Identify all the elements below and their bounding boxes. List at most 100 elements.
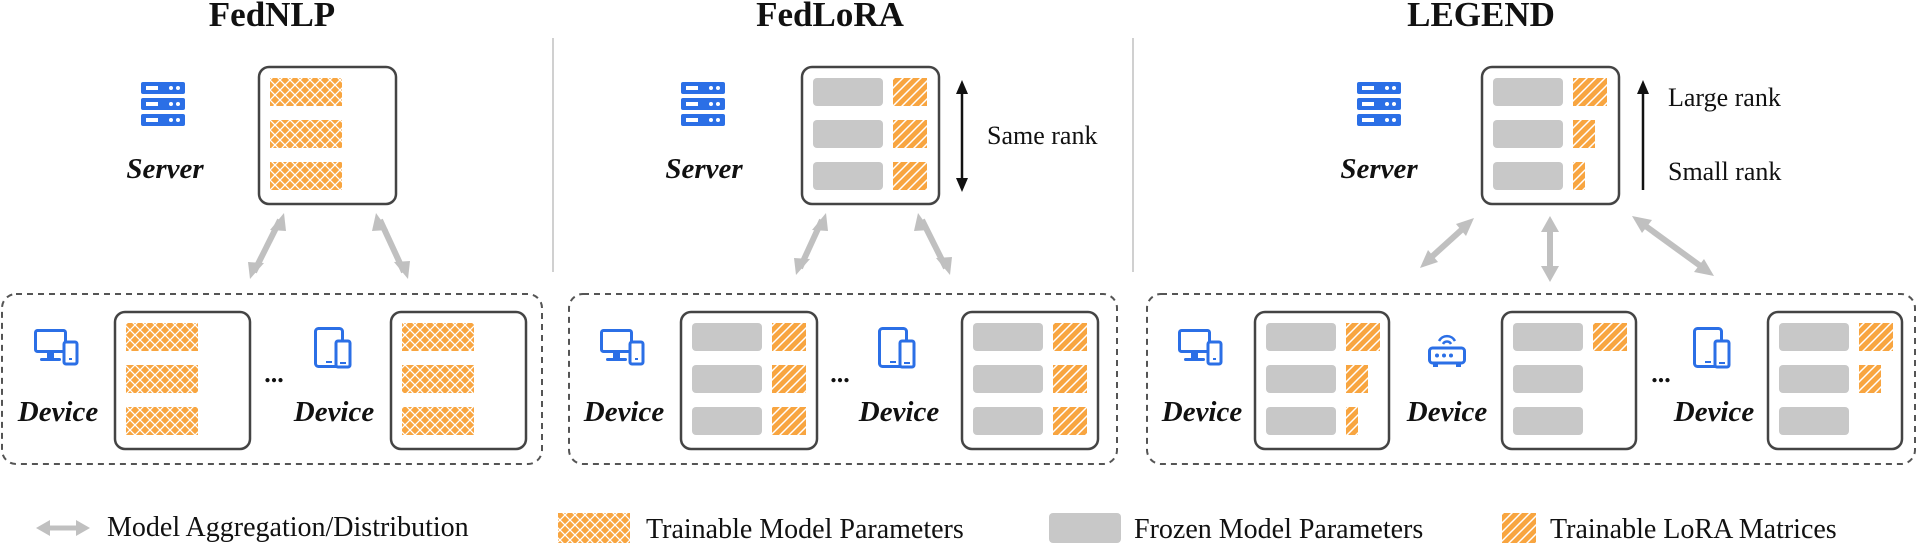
aggregation-arrowhead xyxy=(270,213,286,231)
server-rack-icon xyxy=(141,82,185,126)
aggregation-arrowhead xyxy=(812,213,828,231)
frozen-param-block xyxy=(1513,365,1583,393)
legend-label: Trainable Model Parameters xyxy=(646,514,964,545)
rank-high-label: Large rank xyxy=(1668,83,1781,112)
device-label: Device xyxy=(17,396,99,428)
device-label: Device xyxy=(858,396,940,428)
lora-matrix-block xyxy=(1573,162,1585,190)
lora-matrix-block xyxy=(1053,365,1087,393)
frozen-param-block xyxy=(1779,407,1849,435)
device-model-box xyxy=(113,310,252,451)
server-label: Server xyxy=(665,153,743,185)
panel-title: FedNLP xyxy=(209,0,335,34)
figure-legend: Model Aggregation/Distribution Trainable… xyxy=(36,512,1837,545)
device-label: Device xyxy=(1406,396,1488,428)
frozen-param-block xyxy=(813,78,883,106)
frozen-param-block xyxy=(692,323,762,351)
desktop-phone-icon xyxy=(34,329,79,366)
aggregation-arrowhead xyxy=(1420,250,1438,268)
frozen-param-block xyxy=(813,120,883,148)
lora-matrix-block xyxy=(1346,323,1380,351)
panel-fedlora: FedLoRA Server Same rank Device xyxy=(568,0,1118,465)
rank-low-label: Small rank xyxy=(1668,157,1781,186)
lora-matrix-block xyxy=(1346,365,1368,393)
ellipsis: ... xyxy=(830,359,850,388)
trainable-param-block xyxy=(270,162,342,190)
panel-title: LEGEND xyxy=(1407,0,1555,34)
trainable-swatch xyxy=(558,513,630,543)
legend-label: Frozen Model Parameters xyxy=(1134,514,1423,545)
aggregation-arrowhead xyxy=(914,213,930,231)
panel-legend: LEGEND Server Large rank Small rank Devi… xyxy=(1146,0,1916,465)
aggregation-arrowhead xyxy=(1632,216,1652,233)
trainable-param-block xyxy=(126,323,198,351)
tablet-phone-icon xyxy=(1693,327,1731,369)
server-label: Server xyxy=(126,153,204,185)
legend-item-lora: Trainable LoRA Matrices xyxy=(1502,513,1837,545)
device-model-box xyxy=(960,310,1100,451)
legend-item-frozen: Frozen Model Parameters xyxy=(1049,513,1423,545)
server-model-box xyxy=(800,65,941,206)
frozen-param-block xyxy=(1513,323,1583,351)
server-model-box xyxy=(257,65,398,206)
aggregation-arrow xyxy=(1638,219,1708,273)
frozen-param-block xyxy=(692,365,762,393)
device-label: Device xyxy=(293,396,375,428)
frozen-param-block xyxy=(813,162,883,190)
device-label: Device xyxy=(1161,396,1243,428)
lora-matrix-block xyxy=(1346,407,1358,435)
legend-label: Trainable LoRA Matrices xyxy=(1550,514,1837,545)
trainable-param-block xyxy=(402,323,474,351)
aggregation-arrowhead xyxy=(1541,216,1559,232)
desktop-phone-icon xyxy=(1178,329,1223,366)
panel-fednlp: FedNLP Server Device ... Device xyxy=(1,0,543,465)
frozen-param-block xyxy=(1513,407,1583,435)
legend-label: Model Aggregation/Distribution xyxy=(107,512,469,543)
lora-matrix-block xyxy=(893,78,927,106)
frozen-param-block xyxy=(692,407,762,435)
lora-matrix-block xyxy=(772,365,806,393)
ellipsis: ... xyxy=(1651,359,1671,388)
frozen-param-block xyxy=(1493,120,1563,148)
frozen-param-block xyxy=(1493,162,1563,190)
rank-arrowhead xyxy=(1637,80,1649,94)
lora-matrix-block xyxy=(893,162,927,190)
lora-matrix-block xyxy=(1859,365,1881,393)
frozen-swatch xyxy=(1049,513,1121,543)
aggregation-arrowhead xyxy=(372,213,388,231)
trainable-param-block xyxy=(402,407,474,435)
device-model-box xyxy=(1766,310,1904,451)
lora-matrix-block xyxy=(893,120,927,148)
aggregation-arrowhead xyxy=(1541,266,1559,282)
server-model-box xyxy=(1480,65,1621,206)
frozen-param-block xyxy=(1779,323,1849,351)
frozen-param-block xyxy=(973,323,1043,351)
frozen-param-block xyxy=(973,407,1043,435)
legend-item-trainable: Trainable Model Parameters xyxy=(558,513,964,545)
aggregation-arrowhead xyxy=(248,262,264,279)
frozen-param-block xyxy=(1266,407,1336,435)
frozen-param-block xyxy=(1266,323,1336,351)
trainable-param-block xyxy=(270,120,342,148)
aggregation-arrowhead xyxy=(1694,259,1714,276)
device-label: Device xyxy=(1673,396,1755,428)
tablet-phone-icon xyxy=(878,327,916,369)
lora-matrix-block xyxy=(1573,78,1607,106)
server-label: Server xyxy=(1340,153,1418,185)
frozen-param-block xyxy=(1266,365,1336,393)
device-model-box xyxy=(1500,310,1638,451)
panel-title: FedLoRA xyxy=(756,0,905,34)
router-icon xyxy=(1428,334,1466,369)
aggregation-arrow xyxy=(1423,221,1471,265)
aggregation-arrowhead xyxy=(794,258,810,275)
server-rack-icon xyxy=(1357,82,1401,126)
lora-matrix-block xyxy=(1053,407,1087,435)
trainable-param-block xyxy=(402,365,474,393)
trainable-param-block xyxy=(126,365,198,393)
trainable-param-block xyxy=(126,407,198,435)
lora-matrix-block xyxy=(1053,323,1087,351)
frozen-param-block xyxy=(1779,365,1849,393)
lora-matrix-block xyxy=(1573,120,1595,148)
device-model-box xyxy=(1253,310,1391,451)
